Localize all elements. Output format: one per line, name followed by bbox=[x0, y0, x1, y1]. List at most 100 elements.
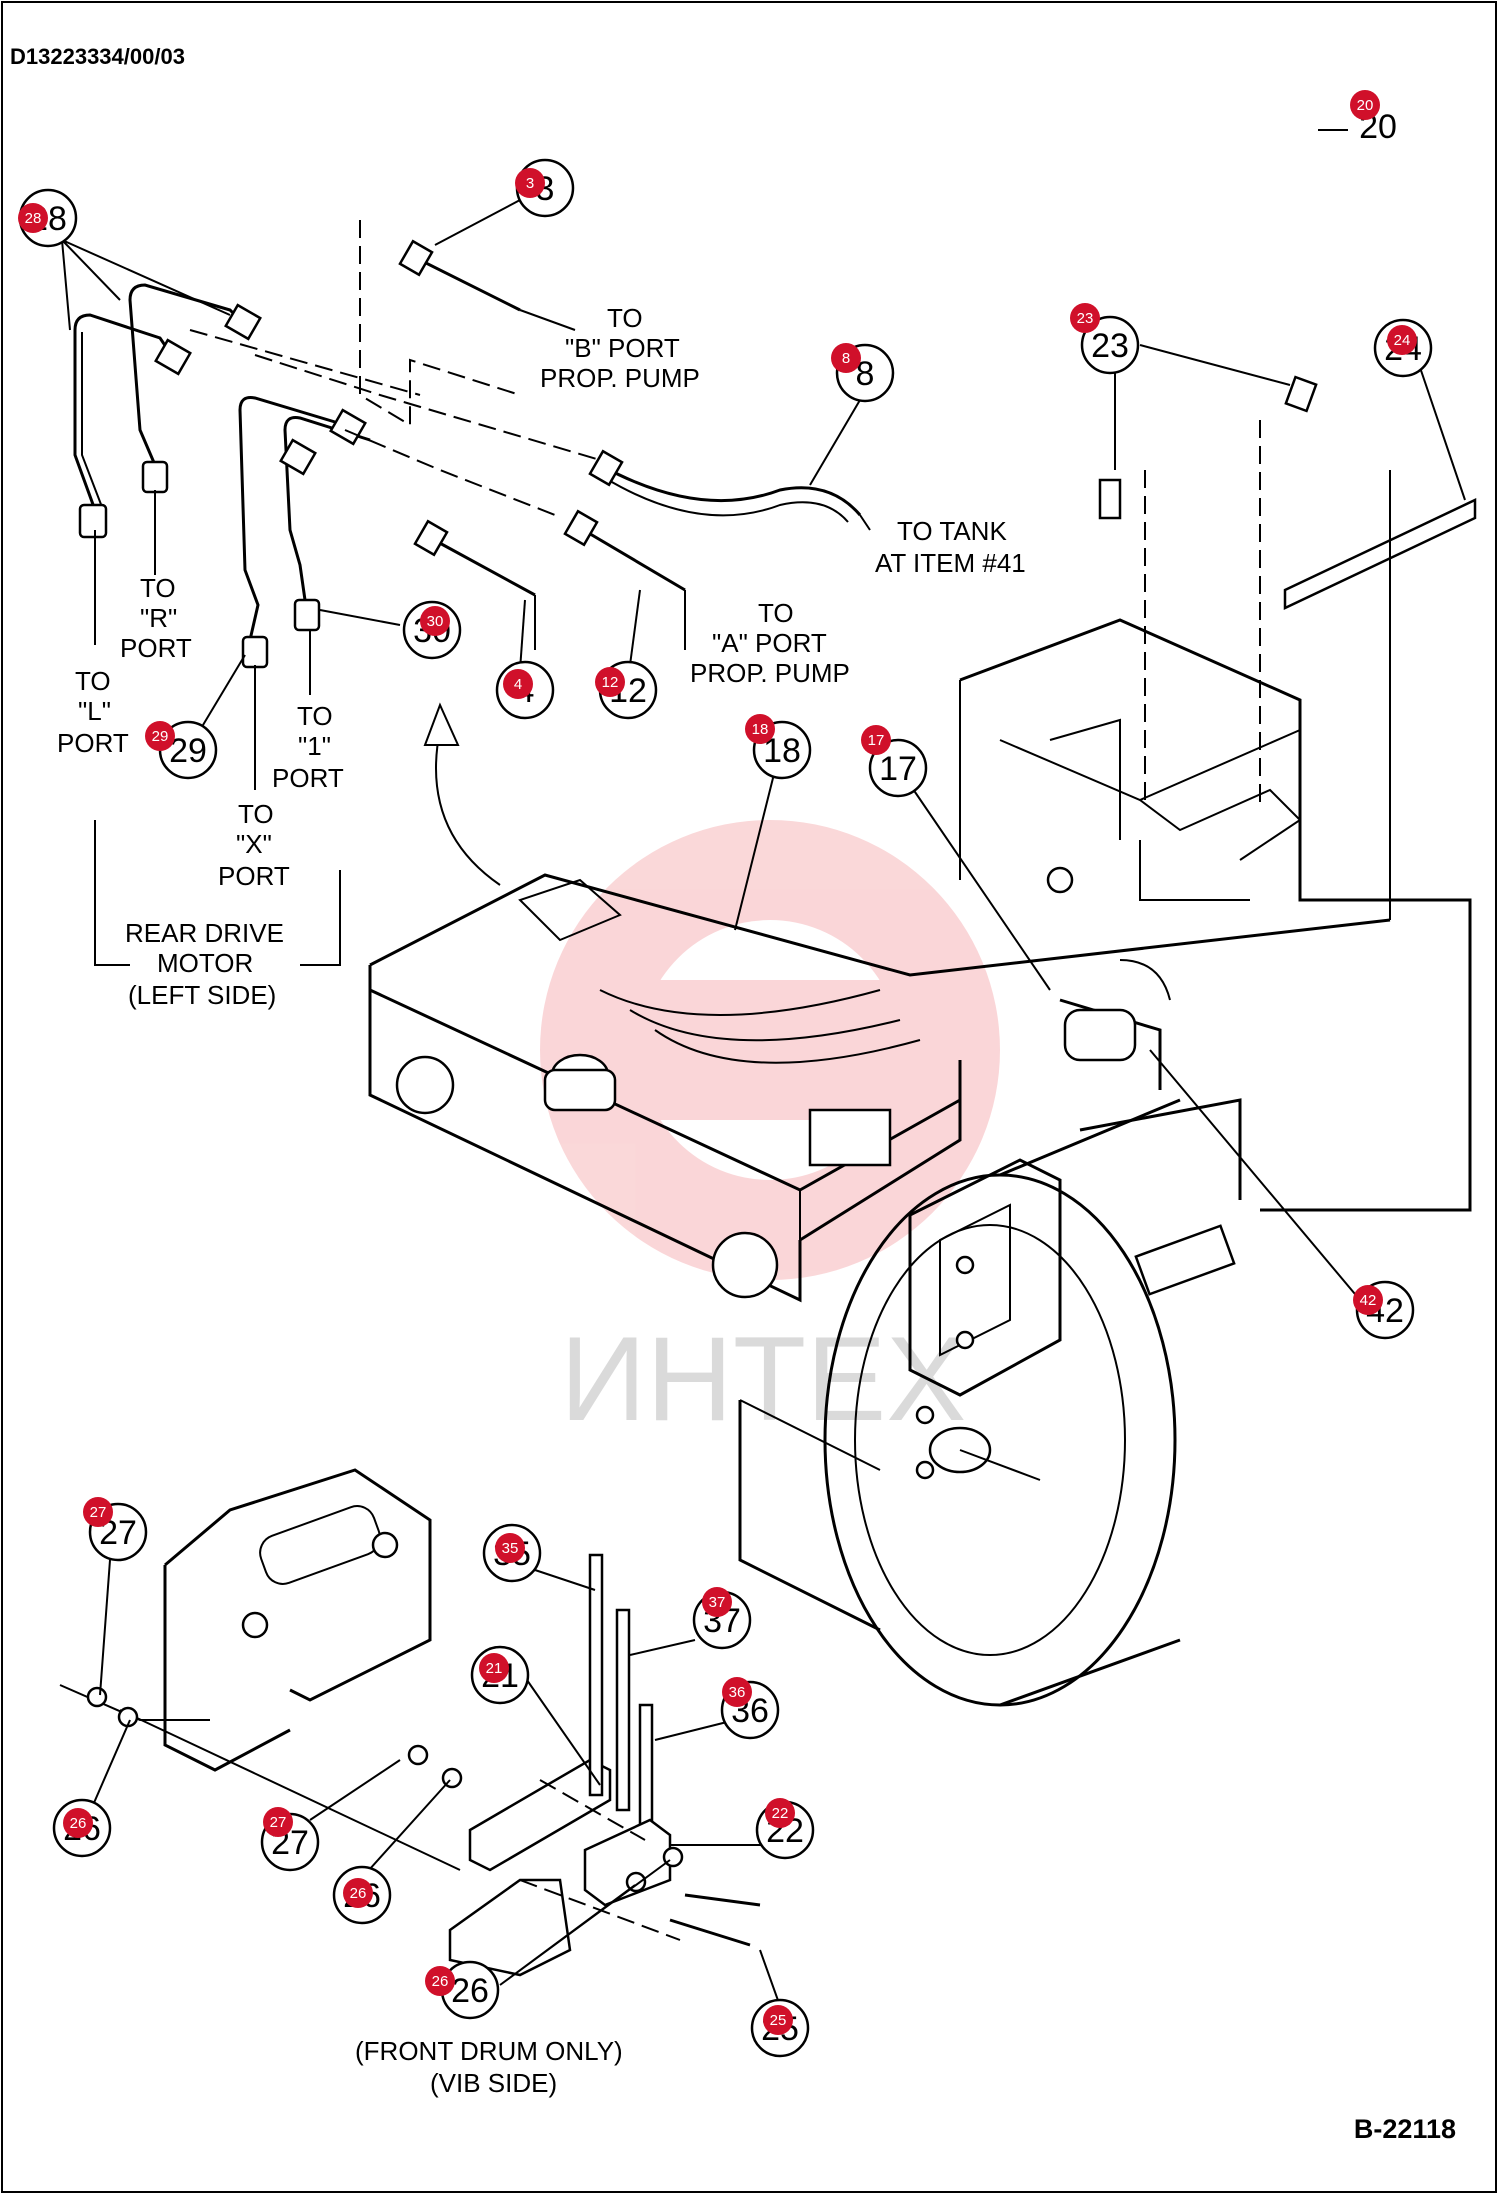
leader-3 bbox=[434, 199, 521, 246]
leader-29 bbox=[199, 654, 246, 731]
badge-26a: 26 bbox=[63, 1808, 93, 1838]
callout-26c: 26 bbox=[440, 1960, 500, 2020]
badge-18: 18 bbox=[745, 714, 775, 744]
label-to-a-port: TO "A" PORT PROP. PUMP bbox=[690, 598, 850, 688]
label-to-x-port: TO "X" PORT bbox=[218, 799, 290, 891]
badge-23: 23 bbox=[1070, 303, 1100, 333]
label-line: TO bbox=[297, 701, 333, 731]
badge-27b: 27 bbox=[263, 1807, 293, 1837]
figure-id: B-22118 bbox=[1353, 2114, 1456, 2144]
badge-12: 12 bbox=[595, 667, 625, 697]
svg-text:21: 21 bbox=[486, 1660, 503, 1677]
label-line: TO bbox=[607, 303, 643, 333]
label-line: AT ITEM #41 bbox=[875, 548, 1026, 578]
badge-35: 35 bbox=[495, 1533, 525, 1563]
callout-23: 23 bbox=[1080, 315, 1140, 375]
badge-26b: 26 bbox=[343, 1878, 373, 1908]
label-line: "A" PORT bbox=[712, 628, 827, 658]
svg-text:3: 3 bbox=[526, 175, 534, 192]
label-line: MOTOR bbox=[157, 948, 253, 978]
label-front-drum-only: (FRONT DRUM ONLY) (VIB SIDE) bbox=[355, 2036, 623, 2098]
bottom-leaders-a bbox=[79, 1559, 601, 1881]
svg-text:30: 30 bbox=[427, 613, 444, 630]
label-line: "B" PORT bbox=[565, 333, 680, 363]
badge-22: 22 bbox=[765, 1798, 795, 1828]
fitting-1-port bbox=[293, 598, 321, 632]
harness-leaders bbox=[734, 769, 1361, 1301]
svg-text:22: 22 bbox=[772, 1805, 789, 1822]
label-line: "1" bbox=[298, 731, 331, 761]
badges: 20 3 28 23 24 8 30 4 12 18 17 29 42 27 3… bbox=[18, 90, 1417, 2035]
hydraulic-tubes bbox=[73, 283, 371, 669]
label-line: TO bbox=[75, 666, 111, 696]
label-line: TO bbox=[140, 573, 176, 603]
leader-30 bbox=[319, 609, 401, 626]
svg-text:8: 8 bbox=[856, 355, 875, 393]
badge-24: 24 bbox=[1387, 325, 1417, 355]
svg-text:26: 26 bbox=[432, 1973, 449, 1990]
badge-26c: 26 bbox=[425, 1966, 455, 1996]
badge-17: 17 bbox=[861, 725, 891, 755]
label-line: "X" bbox=[236, 829, 272, 859]
document-id: D13223334/00/03 bbox=[10, 44, 185, 69]
direction-arrow bbox=[435, 729, 501, 886]
svg-text:8: 8 bbox=[842, 350, 850, 367]
label-line: PROP. PUMP bbox=[690, 658, 850, 688]
svg-text:18: 18 bbox=[752, 721, 769, 738]
bracket-assembly bbox=[59, 1468, 761, 1977]
label-line: "R" bbox=[140, 603, 177, 633]
label-line: TO TANK bbox=[897, 516, 1007, 546]
label-line: PROP. PUMP bbox=[540, 363, 700, 393]
badge-21: 21 bbox=[479, 1653, 509, 1683]
label-line: (VIB SIDE) bbox=[430, 2068, 557, 2098]
label-to-1-port: TO "1" PORT bbox=[272, 701, 344, 793]
svg-text:27: 27 bbox=[90, 1504, 107, 1521]
leader-4 bbox=[519, 599, 526, 671]
svg-text:17: 17 bbox=[868, 732, 885, 749]
label-line: PORT bbox=[120, 633, 192, 663]
leader-28 bbox=[61, 239, 231, 331]
svg-text:26: 26 bbox=[350, 1885, 367, 1902]
svg-text:26: 26 bbox=[70, 1815, 87, 1832]
label-line: (LEFT SIDE) bbox=[128, 980, 276, 1010]
svg-text:26: 26 bbox=[451, 1972, 489, 2010]
svg-text:25: 25 bbox=[770, 2012, 787, 2029]
svg-text:20: 20 bbox=[1357, 97, 1374, 114]
svg-text:36: 36 bbox=[729, 1684, 746, 1701]
svg-text:24: 24 bbox=[1394, 332, 1411, 349]
hose-leaders bbox=[519, 309, 871, 650]
callout-29: 29 bbox=[158, 720, 218, 780]
callout-36: 36 bbox=[720, 1680, 780, 1740]
front-drum bbox=[738, 1098, 1236, 1707]
label-line: (FRONT DRUM ONLY) bbox=[355, 2036, 623, 2066]
svg-text:12: 12 bbox=[602, 674, 619, 691]
badge-42: 42 bbox=[1353, 1285, 1383, 1315]
rear-drive-bracket bbox=[94, 820, 341, 966]
bottom-leaders-b bbox=[534, 1569, 765, 1846]
callout-17: 17 bbox=[868, 738, 928, 798]
label-line: PORT bbox=[218, 861, 290, 891]
badge-20: 20 bbox=[1350, 90, 1380, 120]
fitting-r-port bbox=[141, 460, 169, 494]
watermark bbox=[540, 820, 1000, 1280]
fitting-28d bbox=[279, 438, 317, 476]
svg-text:29: 29 bbox=[152, 728, 169, 745]
label-to-l-port: TO "L" PORT bbox=[57, 666, 129, 758]
svg-text:4: 4 bbox=[514, 676, 522, 693]
harness-parts bbox=[1098, 337, 1477, 920]
badge-3: 3 bbox=[515, 168, 545, 198]
badge-25: 25 bbox=[763, 2005, 793, 2035]
badge-36: 36 bbox=[722, 1677, 752, 1707]
label-line: TO bbox=[758, 598, 794, 628]
machine-frame bbox=[368, 618, 1472, 1303]
svg-text:42: 42 bbox=[1360, 1292, 1377, 1309]
leader-8 bbox=[809, 399, 861, 486]
leader-12 bbox=[629, 589, 641, 666]
badge-37: 37 bbox=[702, 1587, 732, 1617]
label-line: PORT bbox=[57, 728, 129, 758]
badge-29: 29 bbox=[145, 721, 175, 751]
fitting-28b bbox=[154, 338, 192, 376]
